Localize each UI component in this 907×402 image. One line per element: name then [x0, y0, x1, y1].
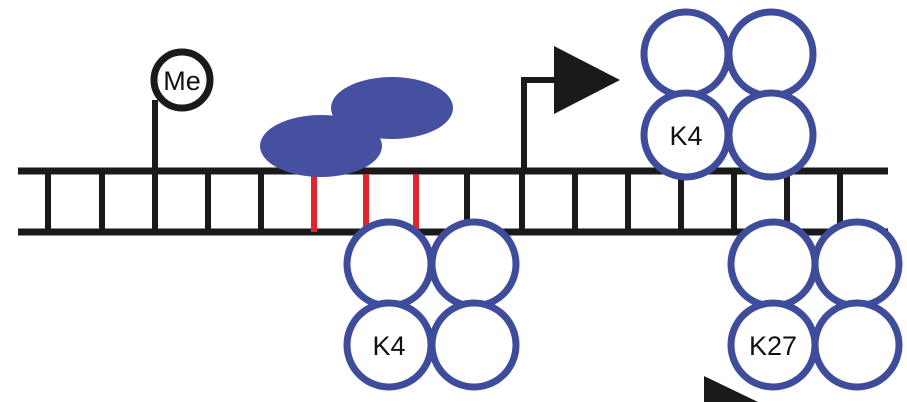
- histone-circle: [725, 89, 817, 181]
- histone-circle: [343, 218, 435, 310]
- protein-subunit-upper: [331, 77, 453, 139]
- nucleosome-label: K4: [372, 331, 405, 361]
- histone-circle: [428, 218, 520, 310]
- methyl-circle: [150, 48, 214, 112]
- histone-circle: [811, 299, 903, 391]
- histone-circle: [727, 218, 819, 310]
- nucleosome-top-right: [640, 8, 817, 181]
- nucleosome-bottom-right: [727, 218, 903, 391]
- histone-circle: [811, 218, 903, 310]
- nucleosome-bottom-middle: [343, 218, 520, 391]
- methyl-label: Me: [163, 66, 201, 96]
- nucleosome-label: K4: [669, 121, 702, 151]
- histone-circle: [725, 8, 817, 100]
- histone-circle: [428, 299, 520, 391]
- dna-rungs: [45, 171, 843, 232]
- protein-contact-rungs: [311, 174, 419, 232]
- histone-circle: [640, 8, 732, 100]
- transcription-start-arrow-icon: [554, 46, 620, 114]
- transcription-start-site: [521, 46, 620, 171]
- tss-stalk: [521, 77, 558, 171]
- bound-protein-complex: [260, 77, 453, 177]
- partial-arrow-icon: [704, 376, 758, 402]
- nucleosome-label: K27: [749, 331, 797, 361]
- methyl-mark: Me: [150, 48, 214, 171]
